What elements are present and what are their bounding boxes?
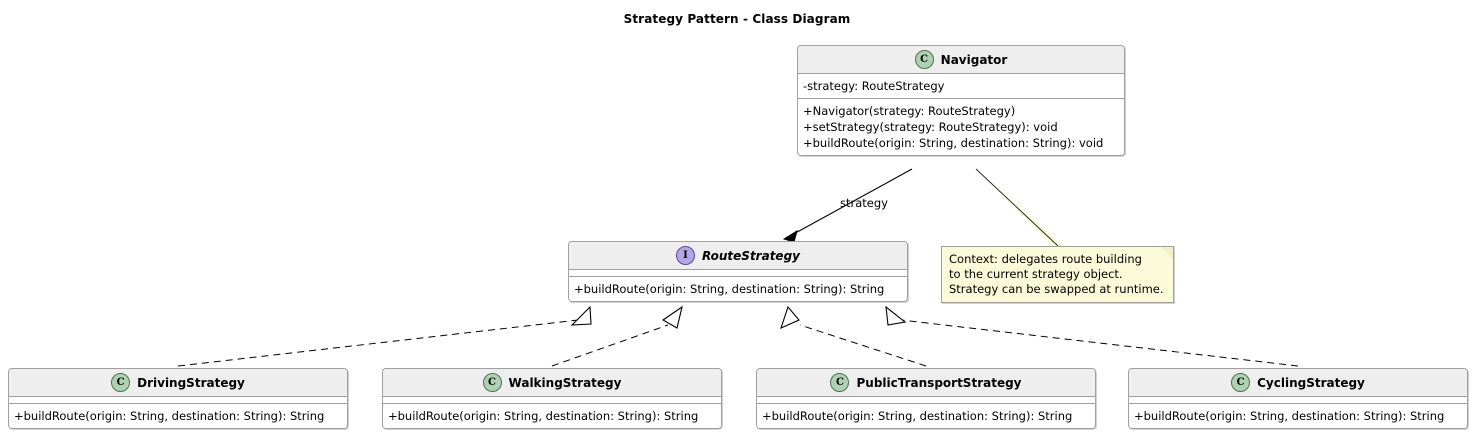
class-icon: C bbox=[830, 373, 850, 392]
methods-compartment-publictransportstrategy: +buildRoute(origin: String, destination:… bbox=[757, 404, 1095, 428]
methods-compartment-navigator: +Navigator(strategy: RouteStrategy) +set… bbox=[798, 99, 1124, 155]
association-label-strategy: strategy bbox=[840, 196, 888, 210]
interface-icon: I bbox=[676, 246, 695, 265]
class-icon: C bbox=[482, 373, 502, 392]
attributes-compartment-routestrategy bbox=[569, 270, 907, 277]
class-icon: C bbox=[111, 373, 131, 392]
class-header-navigator: C Navigator bbox=[798, 46, 1124, 74]
class-box-cyclingstrategy[interactable]: C CyclingStrategy +buildRoute(origin: St… bbox=[1128, 368, 1468, 429]
method-item: +buildRoute(origin: String, destination:… bbox=[803, 136, 1104, 150]
method-item: +buildRoute(origin: String, destination:… bbox=[14, 409, 325, 423]
class-header-publictransportstrategy: C PublicTransportStrategy bbox=[757, 369, 1095, 397]
realization-arrowhead-drivingstrategy bbox=[570, 305, 592, 326]
note-line: Strategy can be swapped at runtime. bbox=[949, 282, 1164, 296]
class-name-drivingstrategy: DrivingStrategy bbox=[137, 375, 245, 390]
interface-box-routestrategy[interactable]: I RouteStrategy +buildRoute(origin: Stri… bbox=[568, 241, 908, 302]
methods-compartment-drivingstrategy: +buildRoute(origin: String, destination:… bbox=[9, 404, 347, 428]
class-box-walkingstrategy[interactable]: C WalkingStrategy +buildRoute(origin: St… bbox=[382, 368, 722, 429]
attributes-compartment-drivingstrategy bbox=[9, 397, 347, 404]
class-name-navigator: Navigator bbox=[940, 52, 1008, 67]
attribute-item: -strategy: RouteStrategy bbox=[803, 79, 945, 93]
interface-header-routestrategy: I RouteStrategy bbox=[569, 242, 907, 270]
class-name-publictransportstrategy: PublicTransportStrategy bbox=[856, 375, 1022, 390]
class-box-publictransportstrategy[interactable]: C PublicTransportStrategy +buildRoute(or… bbox=[756, 368, 1096, 429]
realization-line-walkingstrategy bbox=[551, 324, 669, 367]
class-header-walkingstrategy: C WalkingStrategy bbox=[383, 369, 721, 397]
method-item: +buildRoute(origin: String, destination:… bbox=[574, 282, 885, 296]
diagram-title: Strategy Pattern - Class Diagram bbox=[623, 12, 851, 26]
class-box-navigator[interactable]: C Navigator -strategy: RouteStrategy +Na… bbox=[797, 45, 1125, 156]
note-fold-corner bbox=[1161, 247, 1173, 259]
attributes-compartment-cyclingstrategy bbox=[1129, 397, 1467, 404]
method-item: +setStrategy(strategy: RouteStrategy): v… bbox=[803, 120, 1058, 134]
attributes-compartment-navigator: -strategy: RouteStrategy bbox=[798, 74, 1124, 99]
class-icon: C bbox=[914, 50, 934, 69]
class-name-walkingstrategy: WalkingStrategy bbox=[508, 375, 622, 390]
method-item: +buildRoute(origin: String, destination:… bbox=[388, 409, 699, 423]
note-line: to the current strategy object. bbox=[949, 267, 1123, 281]
class-header-cyclingstrategy: C CyclingStrategy bbox=[1129, 369, 1467, 397]
class-icon: C bbox=[1231, 373, 1251, 392]
realization-line-cyclingstrategy bbox=[900, 319, 1299, 367]
class-box-drivingstrategy[interactable]: C DrivingStrategy +buildRoute(origin: St… bbox=[8, 368, 348, 429]
realization-line-drivingstrategy bbox=[177, 319, 579, 367]
methods-compartment-routestrategy: +buildRoute(origin: String, destination:… bbox=[569, 277, 907, 301]
methods-compartment-cyclingstrategy: +buildRoute(origin: String, destination:… bbox=[1129, 404, 1467, 428]
methods-compartment-walkingstrategy: +buildRoute(origin: String, destination:… bbox=[383, 404, 721, 428]
class-header-drivingstrategy: C DrivingStrategy bbox=[9, 369, 347, 397]
method-item: +buildRoute(origin: String, destination:… bbox=[762, 409, 1073, 423]
realization-arrowhead-publictransportstrategy bbox=[780, 305, 800, 330]
realization-line-publictransportstrategy bbox=[799, 324, 927, 367]
attributes-compartment-walkingstrategy bbox=[383, 397, 721, 404]
note-box-context[interactable]: Context: delegates route building to the… bbox=[941, 246, 1174, 303]
method-item: +Navigator(strategy: RouteStrategy) bbox=[803, 104, 1016, 118]
note-line: Context: delegates route building bbox=[949, 252, 1142, 266]
class-name-cyclingstrategy: CyclingStrategy bbox=[1257, 375, 1365, 390]
attributes-compartment-publictransportstrategy bbox=[757, 397, 1095, 404]
interface-name-routestrategy: RouteStrategy bbox=[702, 248, 800, 263]
note-anchor-wedge bbox=[976, 169, 1063, 246]
note-anchor-line bbox=[975, 168, 1059, 247]
realization-arrowhead-walkingstrategy bbox=[661, 305, 683, 329]
method-item: +buildRoute(origin: String, destination:… bbox=[1134, 409, 1445, 423]
realization-arrowhead-cyclingstrategy bbox=[885, 305, 907, 326]
